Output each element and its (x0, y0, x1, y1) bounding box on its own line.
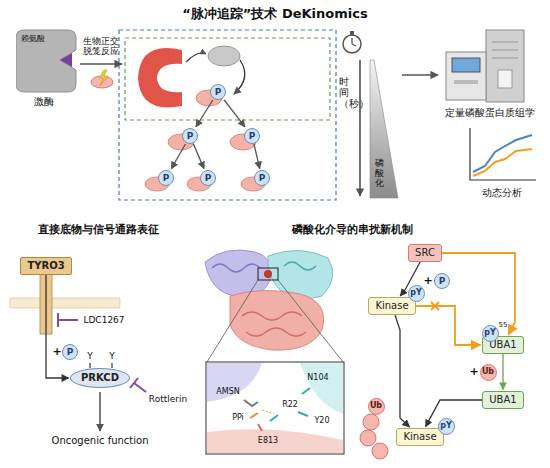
connector-arrow (254, 144, 260, 169)
node-label: Ub (482, 367, 494, 376)
node-label: Kinase (375, 300, 408, 312)
axis-label: 时间（秒） (339, 76, 349, 109)
annotation: Y (87, 351, 93, 361)
annotation: R22 (282, 400, 298, 409)
annotation: PPi (232, 413, 244, 422)
phospho-circle: P (182, 128, 198, 144)
binding-arrow (186, 53, 206, 62)
ub-chain (360, 414, 388, 459)
node-label: pY (484, 328, 496, 337)
node-label: PRKCD (81, 372, 119, 384)
phosphotyrosine-circle: pY (482, 325, 499, 342)
node-label: P (187, 131, 194, 141)
node-label: P (249, 131, 256, 141)
enzyme-box: UBA1 (482, 391, 524, 409)
connector-arrow (416, 306, 481, 345)
node-label: pY (440, 421, 452, 430)
annotation: LDC1267 (83, 315, 124, 325)
kinase-shape: 赖氨酸激酶 (16, 28, 84, 114)
src-box: SRC (408, 244, 442, 262)
annotation: Rottlerin (149, 394, 187, 404)
phospho-circle: P (158, 170, 174, 186)
ubiquitin-circle: Ub (480, 364, 497, 381)
annotation: 动态分析 (482, 187, 522, 199)
kinase-box: Kinase (396, 428, 444, 446)
connector-arrow (193, 144, 204, 169)
protein-ellipse: PRKCD (70, 368, 130, 388)
kinase-box: Kinase (368, 297, 416, 315)
annotation: Oncogenic function (52, 435, 149, 447)
outer-frame (119, 30, 336, 200)
phospho-circle: P (254, 170, 270, 186)
phospho-circle: P (210, 84, 226, 100)
connector-arrow (442, 253, 515, 335)
node-label: P (215, 87, 222, 97)
node-label: SRC (415, 247, 435, 259)
annotation: 生物正交 脱笼反应 (81, 36, 121, 57)
light-icon (99, 70, 108, 86)
phospho-arrow (234, 60, 245, 94)
node-label: P (439, 276, 446, 286)
section-heading: + (52, 346, 61, 359)
phospho-circle: P (200, 170, 216, 186)
time-arrow (359, 60, 360, 196)
connector-arrow (395, 315, 409, 427)
active-kinase (138, 48, 182, 108)
node-label: P (205, 173, 212, 183)
inhibitor-line (58, 319, 78, 321)
reaction-arrow (80, 63, 122, 64)
title: “脉冲追踪”技术 DeKinomics (182, 7, 367, 22)
membrane (10, 298, 120, 308)
mass-spectrometer (446, 30, 524, 102)
phospho-triangle (370, 60, 398, 198)
node-label: pY (410, 288, 422, 297)
phospho-circle: P (62, 344, 78, 360)
node-label: Kinase (403, 431, 436, 443)
axis-label: 磷酸化 (375, 159, 384, 189)
substrate (208, 46, 240, 66)
node-label: UBA1 (489, 394, 516, 406)
receptor-box: TYRO3 (20, 257, 72, 275)
connector-arrow (46, 275, 69, 378)
node-label: Ub (370, 401, 382, 410)
ubiquitin-circle: Ub (368, 398, 385, 415)
annotation: 定量磷酸蛋白质组学 (445, 107, 535, 119)
inhibitor-line (134, 383, 146, 392)
annotation: 55 (499, 321, 508, 329)
node-label: TYRO3 (27, 260, 64, 272)
site-stub (89, 363, 90, 368)
annotation: Y (109, 351, 115, 361)
node-label: P (163, 173, 170, 183)
annotation: E813 (258, 436, 278, 445)
connector-arrow (171, 144, 185, 169)
phospho-circle: P (244, 128, 260, 144)
phosphotyrosine-circle: pY (408, 285, 425, 302)
phospho-circle: P (434, 273, 450, 289)
protein-structure (205, 250, 344, 454)
node-label: 激酶 (34, 96, 54, 108)
phosphotyrosine-circle: pY (438, 418, 455, 435)
node-label: P (67, 347, 74, 357)
inner-frame (125, 38, 330, 120)
connector-arrow (224, 100, 245, 127)
section-heading: 磷酸化介导的串扰新机制 (292, 224, 413, 237)
residue-label: 赖氨酸 (21, 34, 45, 43)
section-heading: + (469, 366, 478, 379)
annotation: Y20 (314, 416, 329, 425)
stopwatch (343, 35, 361, 53)
section-heading: + (423, 275, 432, 288)
section-heading: 直接底物与信号通路表征 (38, 224, 159, 237)
to-ms-arrow (402, 74, 438, 75)
connector-arrow (196, 100, 213, 127)
connector-arrow (502, 354, 503, 390)
function-arrow (99, 392, 100, 431)
dynamics-chart (470, 128, 536, 180)
annotation: N104 (307, 373, 328, 382)
annotation: AMSN (216, 387, 239, 396)
substrate-set (145, 90, 265, 191)
node-label: P (259, 173, 266, 183)
